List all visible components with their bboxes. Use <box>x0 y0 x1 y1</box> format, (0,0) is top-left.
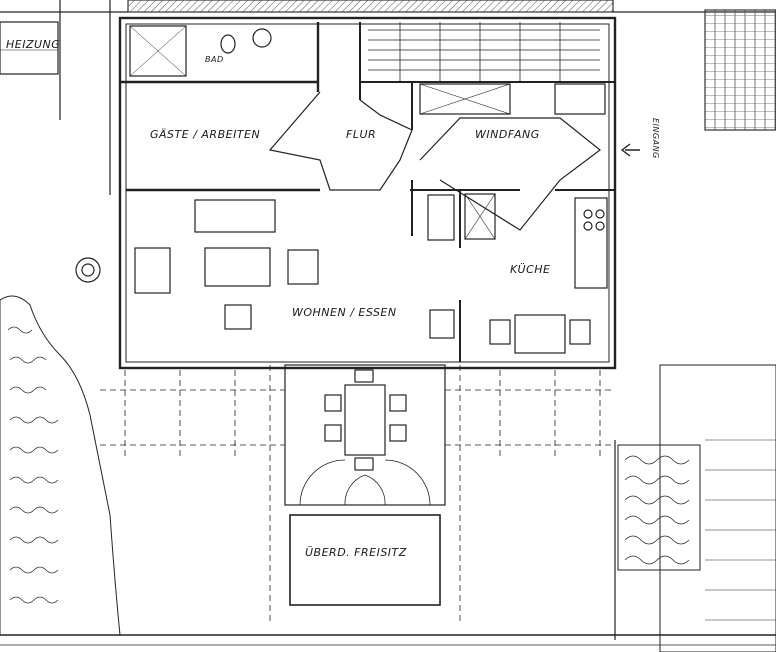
dining-table-terrace <box>344 384 386 456</box>
room-label-eingang: EINGANG <box>651 118 660 159</box>
dining-table-kitchen <box>514 314 566 354</box>
wardrobe <box>419 83 511 115</box>
terrace-outline <box>284 364 446 506</box>
room-label-bad: BAD <box>205 55 224 64</box>
washbasin <box>252 28 272 48</box>
hedge-left <box>0 295 121 636</box>
room-label-windfang: WINDFANG <box>475 128 540 141</box>
kitchen-counter <box>574 197 608 289</box>
heizung-room <box>0 21 59 75</box>
neighbour-stairs <box>659 364 776 652</box>
shoe-cabinet <box>554 83 606 115</box>
table-living <box>204 247 271 287</box>
sideboard <box>427 194 455 241</box>
neighbour-roof <box>704 9 776 131</box>
armchair <box>287 249 319 285</box>
chimney <box>75 257 101 283</box>
terrace-door-arcs <box>299 459 431 506</box>
chair-left <box>224 304 252 330</box>
staircase <box>368 22 600 82</box>
room-label-freisitz: ÜBERD. FREISITZ <box>305 546 407 559</box>
entrance-arrow <box>620 143 640 157</box>
toilet <box>220 34 236 54</box>
fireplace <box>134 247 171 294</box>
room-label-heizung: HEIZUNG <box>6 38 61 51</box>
shower <box>129 25 187 77</box>
hedge-right <box>617 444 701 571</box>
top-boundary-hatch <box>127 0 614 13</box>
chair-right <box>429 309 455 339</box>
house-outline <box>118 16 617 370</box>
room-label-wohnen: WOHNEN / ESSEN <box>292 306 397 319</box>
room-label-flur: FLUR <box>346 128 377 141</box>
freisitz-room <box>289 514 441 606</box>
pergola-beams <box>100 365 615 625</box>
fridge <box>464 193 496 240</box>
flur-arrow-outline <box>268 91 413 191</box>
windfang-arrow-outline <box>419 117 601 231</box>
room-label-kueche: KÜCHE <box>510 263 551 276</box>
sofa-top <box>194 199 276 233</box>
room-label-gaeste: GÄSTE / ARBEITEN <box>150 128 261 141</box>
